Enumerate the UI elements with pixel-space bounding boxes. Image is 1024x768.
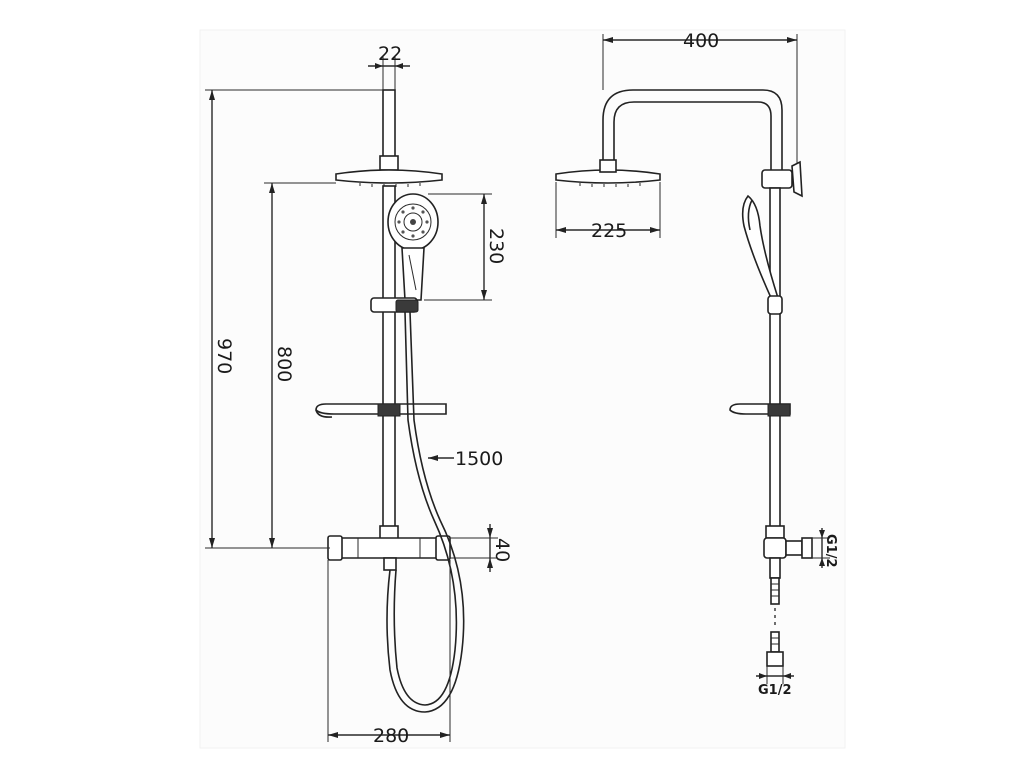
dim-pipe-diameter-label: 22	[378, 43, 402, 65]
side-shower-arm	[602, 89, 783, 172]
front-rain-head	[335, 169, 443, 184]
front-pipe-collar	[379, 155, 399, 171]
front-shower-hose	[386, 311, 465, 713]
dim-handshower-length: 230	[424, 193, 507, 301]
dim-head-diameter: 225	[555, 182, 661, 242]
side-rain-head	[555, 169, 661, 184]
drawing-background	[199, 29, 846, 749]
dim-hose-length-label: 1500	[455, 448, 503, 470]
dim-thermostat-width-label: 280	[373, 725, 409, 747]
dim-slide-height-label: 800	[273, 346, 295, 382]
side-outlet-connector	[763, 537, 813, 605]
dim-bottom-inlet-thread-label: G1/2	[758, 683, 792, 698]
side-hand-shower	[741, 194, 783, 315]
dim-slide-height: 800	[264, 182, 336, 548]
side-soap-shelf	[729, 403, 791, 417]
dim-thermostat-height: 40	[450, 524, 513, 572]
side-inlet-fitting	[766, 631, 784, 667]
dim-head-diameter-label: 225	[591, 220, 627, 242]
dim-hose-length: 1500	[428, 448, 503, 470]
dim-total-height-label: 970	[213, 338, 235, 374]
dim-side-outlet-thread: G1/2	[812, 528, 838, 568]
dim-thermostat-width: 280	[327, 560, 451, 747]
front-thermostat-mixer	[327, 535, 451, 571]
dim-side-outlet-thread-label: G1/2	[823, 534, 838, 568]
dim-arm-reach: 400	[602, 30, 798, 164]
dim-thermostat-height-label: 40	[491, 538, 513, 562]
side-riser-rail	[769, 187, 781, 539]
dim-arm-reach-label: 400	[683, 30, 719, 52]
dim-bottom-inlet-thread: G1/2	[756, 666, 794, 698]
dim-pipe-diameter: 22	[368, 43, 410, 90]
side-view: 400 225 G1/2 G1/2	[555, 30, 838, 698]
front-view: 22 970 800 230	[205, 43, 513, 747]
dim-total-height: 970	[205, 89, 383, 549]
front-hand-shower	[387, 193, 439, 301]
dim-handshower-length-label: 230	[485, 228, 507, 264]
